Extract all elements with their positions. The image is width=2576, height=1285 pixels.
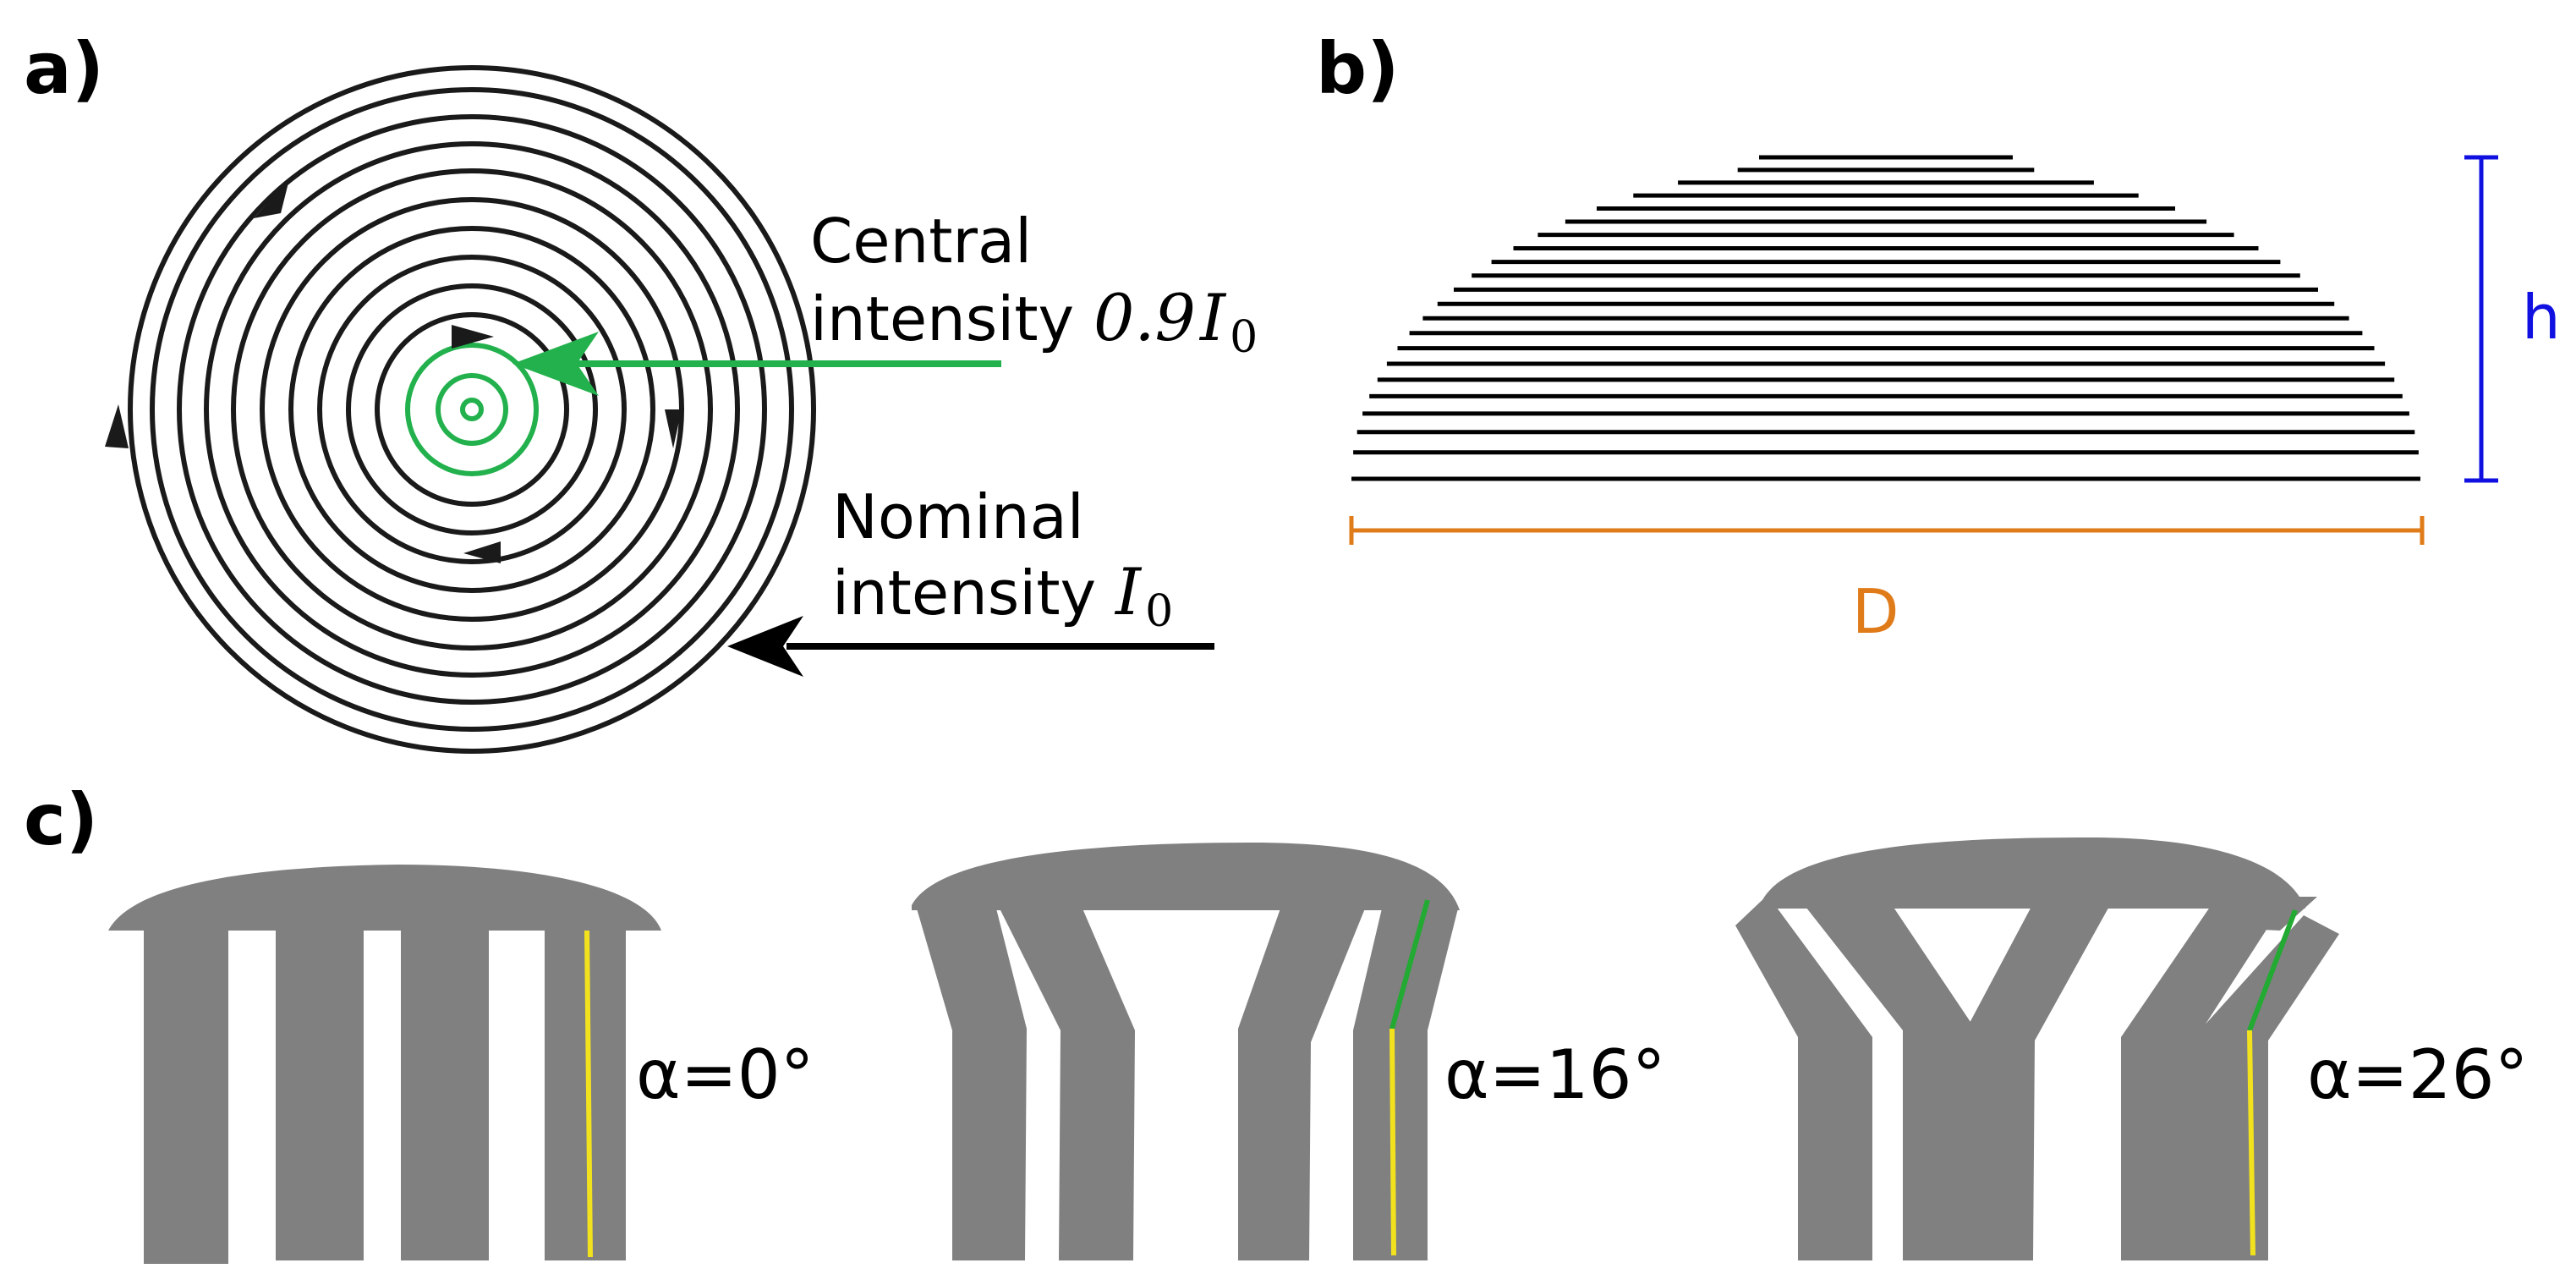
arrowhead-icon bbox=[727, 616, 803, 677]
top-cap bbox=[1761, 837, 2305, 909]
central-ring bbox=[405, 343, 539, 476]
nominal-intensity-line2: intensity I 0 bbox=[832, 554, 1173, 637]
pillar bbox=[1000, 909, 1135, 1260]
pillar bbox=[1353, 909, 1458, 1260]
vertical-segment bbox=[2247, 1030, 2255, 1256]
pillar-top bbox=[2244, 897, 2317, 931]
direction-arrow-icon bbox=[254, 179, 289, 218]
pillar bbox=[917, 909, 1027, 1260]
height-label: h bbox=[2522, 282, 2561, 353]
pillar bbox=[401, 929, 489, 1260]
spiral-scan-path bbox=[128, 65, 816, 754]
spiral-ring bbox=[317, 255, 627, 564]
direction-arrow-icon bbox=[463, 541, 501, 563]
panel-a-label: a) bbox=[24, 27, 104, 110]
angle-label-16: α=16° bbox=[1444, 1035, 1666, 1114]
spiral-ring bbox=[204, 141, 740, 678]
tilted-segment bbox=[1389, 899, 1430, 1030]
vertical-segment bbox=[1389, 1028, 1396, 1256]
central-intensity-line1: Central bbox=[810, 206, 1032, 277]
central-intensity-value: 0.9 bbox=[1093, 280, 1196, 355]
pillar bbox=[276, 929, 364, 1260]
angle-label-26: α=26° bbox=[2307, 1035, 2529, 1114]
nominal-intensity-line1: Nominal bbox=[832, 481, 1084, 552]
pillar bbox=[1238, 909, 1365, 1260]
spiral-ring bbox=[375, 312, 569, 507]
direction-arrow-icon bbox=[452, 325, 494, 349]
top-cap bbox=[912, 843, 1460, 910]
top-cap bbox=[108, 865, 661, 931]
spiral-ring bbox=[150, 87, 794, 732]
central-intensity-subscript: 0 bbox=[1230, 312, 1258, 363]
central-intensity-arrow bbox=[512, 332, 1001, 396]
pillar bbox=[2194, 915, 2339, 1260]
structure-alpha-16 bbox=[912, 843, 1460, 1260]
panel-c: c) α=0° α=16° bbox=[24, 778, 2529, 1264]
panel-a: a) bbox=[24, 27, 1258, 754]
dome-layers bbox=[1351, 155, 2420, 481]
diameter-dimension bbox=[1349, 516, 2425, 545]
central-intensity-word: intensity bbox=[810, 283, 1093, 354]
nominal-intensity-subscript: 0 bbox=[1145, 586, 1173, 637]
angle-label-0: α=0° bbox=[636, 1035, 814, 1114]
spiral-ring bbox=[128, 65, 816, 754]
panel-c-label: c) bbox=[24, 778, 98, 861]
nominal-intensity-word: intensity bbox=[832, 557, 1115, 629]
central-intensity-symbol: I bbox=[1198, 280, 1227, 355]
central-rings bbox=[405, 343, 539, 476]
direction-arrow-icon bbox=[665, 409, 682, 448]
vertical-segment bbox=[584, 930, 593, 1258]
direction-arrow-icon bbox=[105, 404, 129, 448]
diameter-label: D bbox=[1852, 576, 1899, 647]
nominal-intensity-arrow bbox=[727, 616, 1214, 677]
spiral-ring bbox=[346, 283, 598, 535]
height-dimension bbox=[2464, 155, 2498, 483]
structure-alpha-0 bbox=[108, 865, 661, 1264]
spiral-ring bbox=[177, 114, 767, 705]
direction-arrows bbox=[105, 179, 682, 563]
tilted-segment bbox=[2247, 909, 2298, 1032]
pillar bbox=[2121, 903, 2283, 1260]
panel-b-label: b) bbox=[1316, 27, 1400, 110]
structure-alpha-26 bbox=[1735, 837, 2339, 1260]
nominal-intensity-symbol: I bbox=[1114, 554, 1143, 629]
panel-b: b) h D bbox=[1316, 27, 2561, 647]
spiral-ring bbox=[288, 226, 655, 593]
pillar bbox=[1735, 895, 1872, 1260]
pillar bbox=[144, 929, 228, 1264]
central-intensity-line2: intensity 0.9 I 0 bbox=[810, 280, 1258, 363]
arrowhead-icon bbox=[512, 332, 599, 396]
spiral-ring bbox=[231, 168, 713, 651]
spiral-ring bbox=[260, 197, 684, 622]
central-ring bbox=[436, 373, 508, 446]
pillar bbox=[1962, 903, 2111, 1260]
central-ring bbox=[460, 398, 484, 421]
pillar bbox=[1803, 903, 1977, 1260]
